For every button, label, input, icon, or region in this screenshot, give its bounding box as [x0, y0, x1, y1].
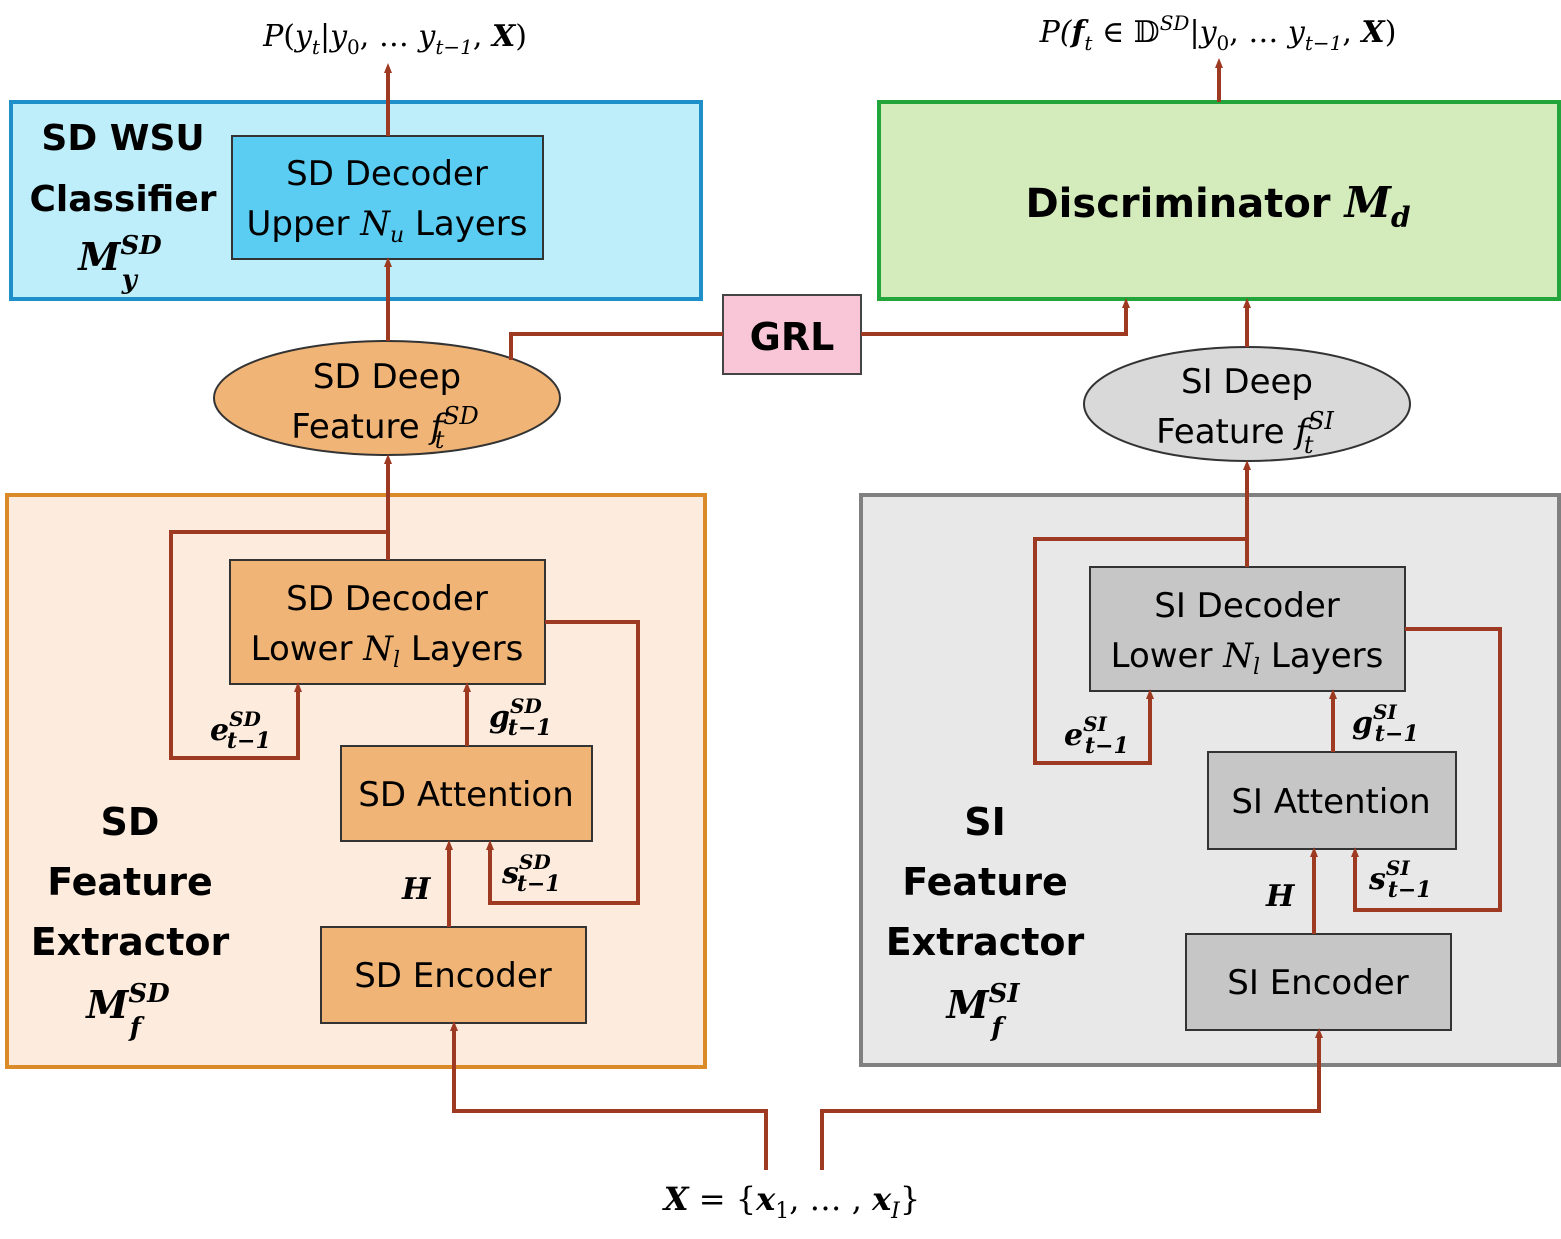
- line-sdfeat-to-grl: [509, 332, 723, 360]
- discriminator-label: Discriminator Md: [1025, 178, 1410, 234]
- input-label: X = {x1, … , xI}: [662, 1180, 920, 1224]
- arrow-grl-to-disc: [861, 298, 1130, 336]
- arrow-sd-e-loop: [169, 530, 388, 760]
- sd-decoder-upper-line1: SD Decoder: [286, 154, 488, 194]
- sd-classifier-title-line1: SD WSU: [41, 118, 204, 159]
- sd-extractor-title-line1: SD: [101, 800, 160, 844]
- sd-decoder-upper-line2: Upper Nu Layers: [246, 204, 527, 248]
- sd-decoder-lower-line1: SD Decoder: [286, 579, 488, 619]
- si-deep-feature-line1: SI Deep: [1181, 362, 1313, 402]
- sd-decoder-upper-box: [231, 135, 544, 260]
- sd-classifier-title-line2: Classifier: [29, 179, 216, 220]
- si-decoder-lower-box: [1089, 566, 1406, 692]
- sd-extractor-title-line2: Feature: [47, 860, 213, 904]
- arrow-si-e-loop: [1033, 537, 1247, 765]
- si-h-label: H: [1265, 879, 1296, 914]
- si-extractor-title-line3: Extractor: [886, 920, 1085, 964]
- connectors: [169, 58, 1502, 1170]
- sd-attention-label: SD Attention: [358, 775, 574, 815]
- sd-attention-box: [340, 745, 593, 842]
- discriminator-box: [877, 100, 1561, 301]
- si-decoder-lower-line2: Lower Nl Layers: [1111, 636, 1384, 680]
- sd-output-prob-label: P(yt|y0, … yt−1, X): [262, 19, 527, 59]
- si-attention-label: SI Attention: [1231, 782, 1430, 822]
- arrow-input-to-sd-encoder: [450, 1021, 768, 1170]
- disc-output-prob-label: P(ft ∈ 𝔻SD|y0, … yt−1, X): [1039, 11, 1397, 55]
- sd-deep-feature-line1: SD Deep: [313, 357, 461, 397]
- si-decoder-lower-line1: SI Decoder: [1154, 586, 1340, 626]
- sd-h-label: H: [401, 872, 432, 907]
- sd-encoder-label: SD Encoder: [354, 956, 552, 996]
- si-extractor-title-line2: Feature: [902, 860, 1068, 904]
- sd-decoder-lower-line2: Lower Nl Layers: [251, 629, 524, 673]
- sd-extractor-title-line3: Extractor: [31, 920, 230, 964]
- si-extractor-title-line1: SI: [964, 800, 1006, 844]
- grl-label: GRL: [750, 315, 835, 359]
- si-encoder-label: SI Encoder: [1227, 963, 1408, 1003]
- arrow-sd-s-loop: [486, 620, 640, 905]
- si-attention-box: [1207, 751, 1457, 850]
- sd-decoder-lower-box: [229, 559, 546, 685]
- arrow-input-to-si-encoder: [820, 1028, 1323, 1170]
- si-encoder-box: [1185, 933, 1452, 1031]
- arrow-si-s-loop: [1351, 627, 1502, 912]
